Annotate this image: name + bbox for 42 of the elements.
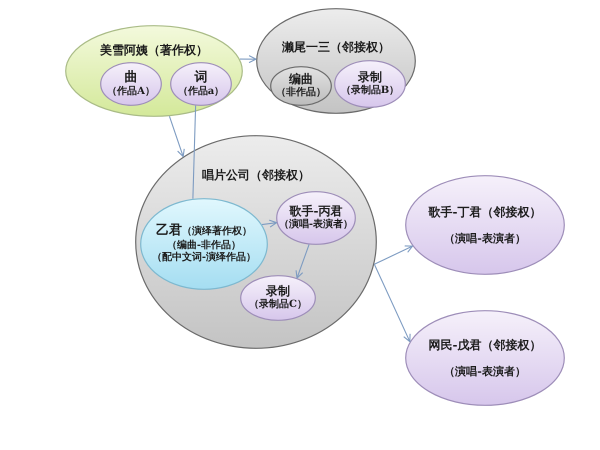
work-ellipse — [170, 62, 232, 106]
arrow — [240, 55, 257, 64]
recording-ellipse — [240, 275, 316, 321]
arrow — [296, 244, 310, 279]
node-subtitle: （演唱-表演者） — [278, 219, 354, 232]
node-subtitle: （演绎著作权） — [182, 226, 252, 239]
recording-ellipse — [334, 60, 406, 108]
node-subtitle: （录制品B） — [340, 85, 400, 98]
node-subtitle: （作品A） — [107, 86, 155, 98]
node-title: 歌手-丙君 — [290, 204, 342, 218]
node-subtitle: （作品a） — [178, 86, 224, 98]
copyright-holder-ellipse — [65, 25, 243, 117]
node-subtitle: （配中文词-演绎作品） — [152, 252, 256, 265]
connector-line — [192, 106, 196, 199]
node-title: 录制 — [266, 284, 290, 298]
node-subtitle: （录制品C） — [249, 299, 307, 312]
node-title: 编曲 — [289, 72, 313, 86]
node-title: 网民-戊君（邻接权） — [428, 338, 542, 353]
node-title: 濑尾一三（邻接权） — [282, 40, 390, 55]
node-title: 曲 — [124, 70, 138, 86]
node-subtitle: （编曲-非作品） — [166, 240, 242, 252]
node-subtitle: （非作品） — [276, 87, 326, 100]
record-company-ellipse — [135, 135, 377, 349]
netizen-ellipse — [405, 310, 565, 406]
node-title: 美雪阿姨（著作权） — [100, 43, 208, 58]
arrow — [262, 220, 278, 228]
node-title: 歌手-丁君（邻接权） — [428, 204, 542, 220]
node-title: 唱片公司（邻接权） — [202, 168, 310, 183]
node-subtitle: （演唱-表演者） — [444, 364, 526, 378]
rights-holder-ellipse — [256, 8, 416, 114]
arrangement-ellipse — [270, 66, 332, 106]
performer-ellipse — [140, 198, 268, 290]
node-title: 词 — [194, 70, 208, 86]
node-title: 录制 — [358, 70, 382, 84]
singer-ellipse — [276, 191, 356, 245]
singer-ellipse — [405, 175, 565, 275]
arrow — [374, 264, 411, 342]
arrow — [374, 245, 414, 265]
arrow — [168, 116, 185, 158]
node-subtitle: （演唱-表演者） — [444, 232, 526, 246]
node-title: 乙君 — [156, 223, 182, 240]
work-ellipse — [100, 62, 162, 106]
